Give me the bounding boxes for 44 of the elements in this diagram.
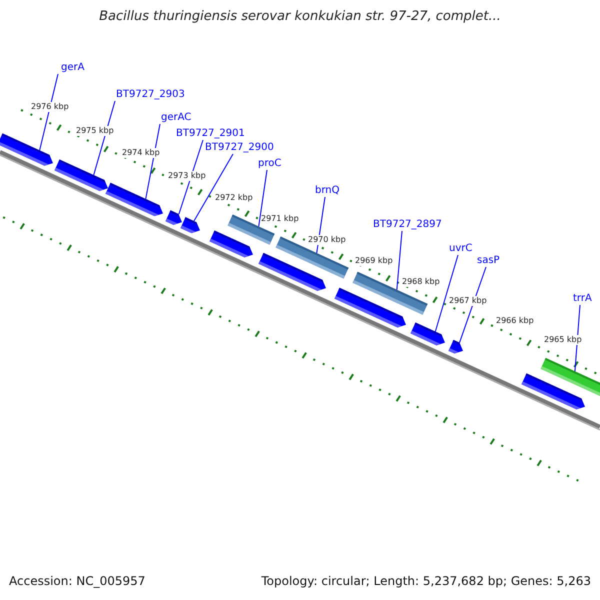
gene-label: brnQ: [315, 185, 340, 197]
scale-label: 2972 kbp: [215, 193, 253, 203]
leader-line: [145, 124, 160, 200]
scale-label: 2966 kbp: [496, 316, 534, 326]
gene-feature: [166, 210, 182, 225]
gene-label: BT9727_2897: [373, 219, 442, 231]
gene-label: trrA: [573, 293, 592, 305]
leader-line: [194, 154, 234, 222]
scale-label: 2973 kbp: [168, 171, 206, 181]
scale-label: 2970 kbp: [308, 235, 346, 245]
gene-feature: [410, 322, 445, 346]
gene-feature: [106, 182, 163, 216]
scale-label: 2969 kbp: [355, 256, 393, 266]
gene-label: BT9727_2901: [176, 128, 245, 140]
gene-label: proC: [258, 158, 282, 170]
gene-feature: [0, 133, 53, 166]
gene-feature: [448, 340, 463, 354]
gene-feature: [54, 159, 108, 191]
leader-line: [258, 170, 268, 227]
gene-label: sasP: [477, 255, 500, 267]
leader-line: [93, 100, 116, 176]
gene-label: gerAC: [161, 112, 192, 124]
gene-feature: [210, 230, 253, 258]
gene-feature: [540, 358, 600, 397]
gene-label: BT9727_2903: [116, 89, 185, 101]
accession-text: Accession: NC_005957: [9, 574, 146, 588]
title: Bacillus thuringiensis serovar konkukian str. 97-27, complet...: [98, 9, 502, 24]
scale-label: 2976 kbp: [31, 102, 69, 112]
leader-line: [459, 266, 486, 344]
gene-feature: [180, 217, 200, 234]
leader-line: [178, 140, 204, 215]
scale-label: 2967 kbp: [449, 296, 487, 306]
leader-line: [396, 230, 402, 290]
gene-label: gerA: [61, 62, 84, 74]
scale-label: 2974 kbp: [122, 148, 160, 158]
scale-label: 2975 kbp: [76, 126, 114, 136]
leader-line: [434, 254, 458, 332]
genome-info-text: Topology: circular; Length: 5,237,682 bp; Genes: 5,263: [261, 574, 591, 588]
scale-label: 2971 kbp: [261, 214, 299, 224]
gene-label: uvrC: [449, 243, 472, 255]
scale-label: 2965 kbp: [544, 335, 582, 345]
leader-line: [39, 74, 58, 151]
gene-label: BT9727_2900: [205, 142, 274, 154]
scale-label: 2968 kbp: [402, 277, 440, 287]
